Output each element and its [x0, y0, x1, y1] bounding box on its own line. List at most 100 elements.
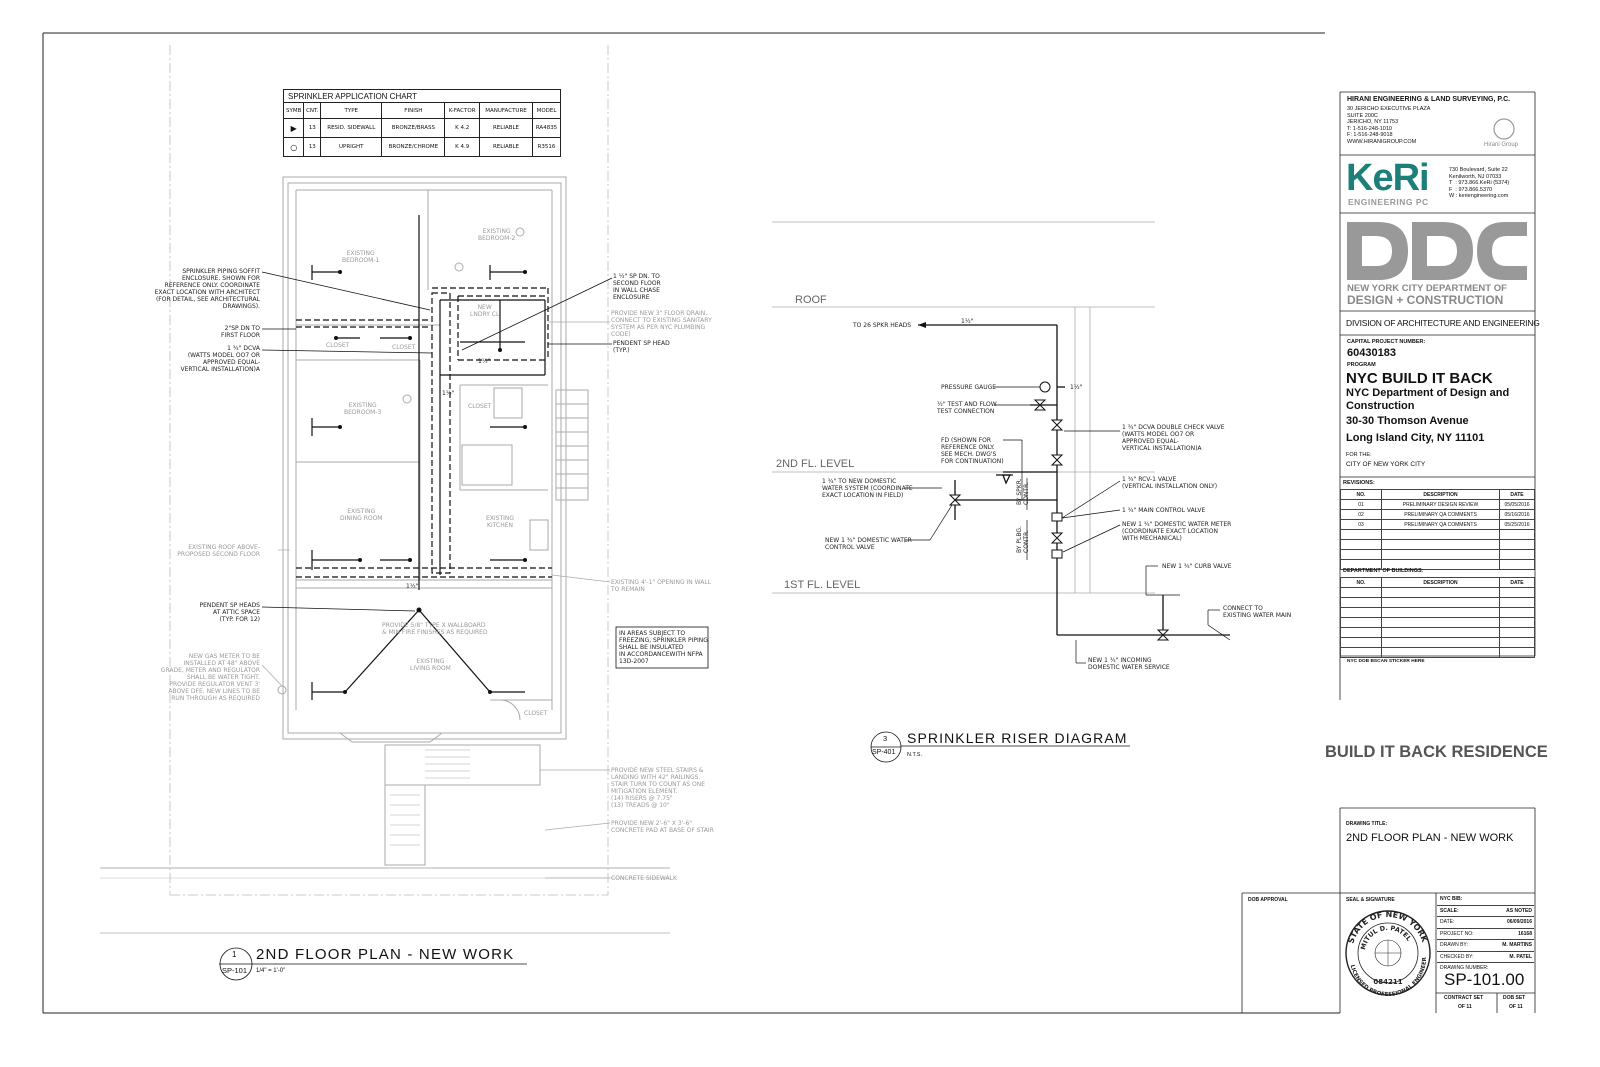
- pressure-gauge-symbol: [1039, 381, 1051, 393]
- pe-seal-graphic: [1345, 910, 1431, 996]
- soffit-enclosures: [296, 287, 552, 578]
- level-roof: ROOF: [795, 294, 827, 306]
- room-label-dining: EXISTING DINING ROOM: [340, 508, 383, 522]
- hirani-address: 30 JERICHO EXECUTIVE PLAZA SUITE 200C JE…: [1347, 106, 1431, 145]
- chart-header-cnt: CNT.: [303, 102, 322, 119]
- residence-title: BUILD IT BACK RESIDENCE: [1325, 743, 1548, 761]
- capital-project-label: CAPITAL PROJECT NUMBER:: [1347, 339, 1426, 345]
- contract-set-label: CONTRACT SET: [1444, 995, 1484, 1001]
- note-pendent-attic: PENDENT SP HEADS AT ATTIC SPACE (TYP. FO…: [199, 602, 260, 623]
- plan-title-scale: 1/4" = 1'-0": [256, 968, 286, 974]
- keri-address: 730 Boulevard, Suite 22 Kenilworth, NJ 0…: [1449, 167, 1510, 199]
- field-label: DATE:: [1440, 919, 1455, 925]
- ddc-line2: DESIGN + CONSTRUCTION: [1347, 293, 1504, 307]
- riser-title-scale: N.T.S.: [907, 752, 922, 758]
- chart-header-type: TYPE: [320, 102, 383, 119]
- field-row: CHECKED BY: M. PATEL: [1437, 952, 1534, 963]
- riser-levels: [772, 221, 1155, 594]
- table-row: [1340, 607, 1535, 618]
- field-label: NYC BIB:: [1440, 896, 1463, 902]
- dob-header-date: DATE: [1499, 577, 1535, 588]
- rev-cell: PRELIMINARY QA COMMENTS: [1381, 509, 1500, 520]
- riser-by-spkr: BY SPKR. CONTR.: [1016, 478, 1030, 505]
- for-value: CITY OF NEW YORK CITY: [1346, 461, 1426, 468]
- chart-cell: 13: [303, 118, 322, 138]
- field-row: NYC BIB:: [1437, 894, 1534, 906]
- chart-header-kfactor: K-FACTOR: [444, 102, 480, 119]
- note-wallboard: PROVIDE 5/8" TYPE X WALLBOARD & MIN FIRE…: [382, 622, 488, 636]
- riser-meter: NEW 1 ¾" DOMESTIC WATER METER (COORDINAT…: [1122, 521, 1232, 542]
- dob-label: DEPARTMENT OF BUILDINGS:: [1343, 568, 1424, 574]
- room-label-bedroom2: EXISTING BEDROOM-2: [478, 228, 516, 242]
- chart-cell: RELIABLE: [478, 137, 534, 157]
- dob-table: NO. DESCRIPTION DATE: [1340, 577, 1535, 658]
- chart-cell: RESID. SIDEWALL: [320, 118, 383, 138]
- dept-name: NYC Department of Design and Constructio…: [1346, 387, 1510, 412]
- room-label-bedroom1: EXISTING BEDROOM-1: [342, 250, 380, 264]
- dob-approval-label: DOB APPROVAL: [1248, 897, 1288, 903]
- for-label: FOR THE:: [1346, 452, 1372, 458]
- note-steel-stairs: PROVIDE NEW STEEL STAIRS & LANDING WITH …: [611, 767, 706, 809]
- rev-header-desc: DESCRIPTION: [1381, 489, 1500, 500]
- dob-header-desc: DESCRIPTION: [1381, 577, 1500, 588]
- chart-cell: 13: [303, 137, 322, 157]
- building-walls: [277, 176, 589, 866]
- table-row: ○ 13 UPRIGHT BRONZE/CHROME K 4.9 RELIABL…: [282, 137, 561, 157]
- sheet-info-fields: NYC BIB: SCALE: AS NOTED DATE: 06/09/201…: [1437, 894, 1534, 974]
- field-value: M. MARTINS: [1502, 942, 1532, 948]
- drawing-title: 2ND FLOOR PLAN - NEW WORK: [1346, 832, 1514, 844]
- riser-incoming: NEW 1 ¾" INCOMING DOMESTIC WATER SERVICE: [1088, 657, 1170, 671]
- ddc-logo-graphic: [1347, 222, 1527, 280]
- hirani-name: HIRANI ENGINEERING & LAND SURVEYING, P.C…: [1347, 96, 1511, 103]
- field-value: 16168: [1518, 930, 1532, 937]
- note-soffit: SPRINKLER PIPING SOFFIT ENCLOSURE. SHOWN…: [154, 268, 260, 310]
- chart-header-manufacture: MANUFACTURE: [478, 102, 534, 119]
- room-label-bedroom3: EXISTING BEDROOM-3: [344, 402, 382, 416]
- plan-title-name: 2ND FLOOR PLAN - NEW WORK: [256, 946, 515, 963]
- table-row: [1340, 539, 1535, 550]
- pipe-size-label: 1½": [406, 583, 419, 590]
- note-opening: EXISTING 4'-1" OPENING IN WALL TO REMAIN: [611, 579, 712, 593]
- chart-cell: UPRIGHT: [320, 137, 383, 157]
- plan-title-sheet-ref: SP-101: [222, 966, 248, 975]
- riser-title-number: 3: [883, 734, 888, 743]
- riser-test-flow: ½" TEST AND FLOW TEST CONNECTION: [937, 401, 997, 415]
- table-row: [1340, 647, 1535, 658]
- field-row: PROJECT NO: 16168: [1437, 929, 1534, 940]
- contract-set-of: OF 11: [1458, 1004, 1472, 1010]
- riser-piping: [918, 324, 1230, 636]
- seal-state-text: STATE OF NEW YORK: [1346, 910, 1429, 945]
- note-sp-dn-first: 2"SP DN TO FIRST FLOOR: [221, 325, 260, 339]
- riser-rcv: 1 ¾" RCV-1 VALVE (VERTICAL INSTALLATION …: [1122, 476, 1218, 490]
- table-row: ▶ 13 RESID. SIDEWALL BRONZE/BRASS K 4.2 …: [282, 118, 561, 138]
- room-label-kitchen: EXISTING KITCHEN: [486, 515, 515, 529]
- note-sidewalk: CONCRETE SIDEWALK: [611, 875, 677, 882]
- rev-cell: 01: [1340, 499, 1382, 510]
- dob-set-label: DOB SET: [1503, 995, 1526, 1001]
- table-row: [1340, 617, 1535, 628]
- dob-set-of: OF 11: [1509, 1004, 1523, 1010]
- table-row: [1340, 597, 1535, 608]
- rev-header-date: DATE: [1499, 489, 1535, 500]
- table-row: [1340, 549, 1535, 560]
- sprinkler-heads: [334, 270, 527, 694]
- field-label: SCALE:: [1440, 907, 1459, 914]
- chart-cell: K 4.2: [444, 118, 480, 138]
- pipe-size-label: 1½": [478, 358, 491, 365]
- field-value: AS NOTED: [1506, 907, 1532, 914]
- riser-size-gauge: 1½": [1070, 384, 1083, 391]
- ddc-line1: NEW YORK CITY DEPARTMENT OF: [1347, 283, 1507, 294]
- note-gas-meter: NEW GAS METER TO BE INSTALLED AT 48" ABO…: [160, 653, 260, 702]
- chart-cell: ▶: [282, 118, 305, 138]
- riser-water-main: CONNECT TO EXISTING WATER MAIN: [1223, 605, 1292, 619]
- note-dcva: 1 ¾" DCVA (WATTS MODEL OO7 OR APPROVED E…: [180, 345, 260, 373]
- table-row: [1340, 529, 1535, 540]
- level-first-floor: 1ST FL. LEVEL: [784, 579, 861, 591]
- program-name: NYC BUILD IT BACK: [1346, 370, 1493, 387]
- dob-header-no: NO.: [1340, 577, 1382, 588]
- plan-leaders: [261, 271, 613, 612]
